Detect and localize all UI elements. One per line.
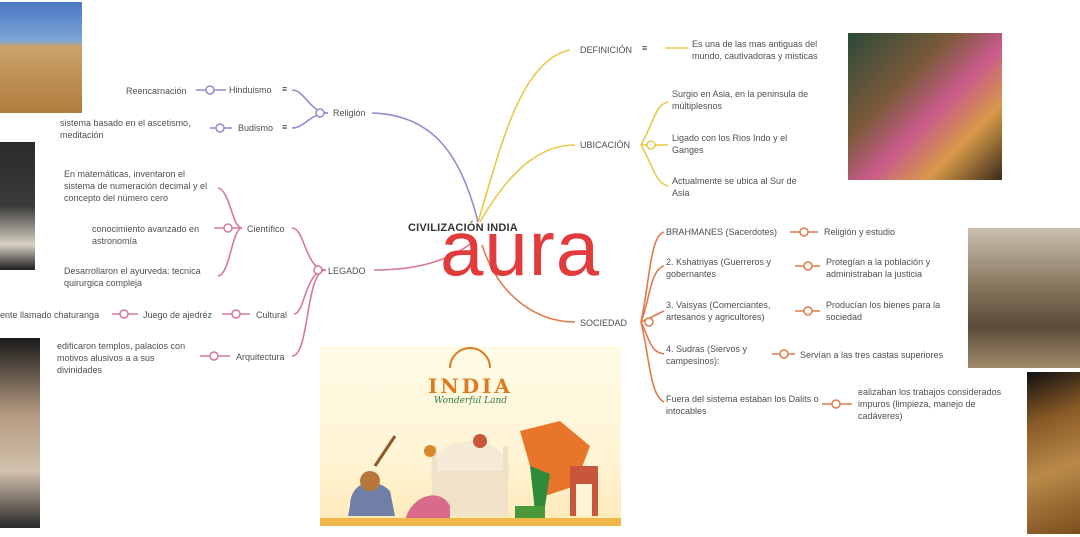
caste-role[interactable]: ealizaban los trabajos considerados impu… <box>858 387 1002 421</box>
caste-role[interactable]: Religión y estudio <box>824 227 896 237</box>
caste-name[interactable]: 2. Kshatriyas (Guerreros y gobernantes <box>666 257 772 279</box>
arquitectura-item[interactable]: edificaron templos, palacios con motivos… <box>57 341 186 375</box>
caste-role[interactable]: Servían a las tres castas superiores <box>800 350 944 360</box>
note-icon[interactable]: ≡ <box>642 43 648 53</box>
arquitectura-node[interactable]: Arquitectura <box>236 352 285 362</box>
cientifico-item[interactable]: Desarrollaron el ayurveda: tecnica quiru… <box>64 266 201 288</box>
caste-name[interactable]: 3. Vaisyas (Comerciantes, artesanos y ag… <box>666 300 771 322</box>
indian-painting-photo <box>848 33 1002 180</box>
cientifico-item[interactable]: En matemáticas, inventaron el sistema de… <box>64 169 208 203</box>
cientifico-node[interactable]: Científico <box>247 224 285 234</box>
banner-art <box>320 347 621 526</box>
banner-subtitle: Wonderful Land <box>433 396 507 406</box>
cultural-detail[interactable]: ente llamado chaturanga <box>0 310 100 320</box>
cientifico-item[interactable]: conocimiento avanzado en astronomía <box>92 224 200 246</box>
sculpture-photo <box>0 338 40 528</box>
caste-role[interactable]: Producían los bienes para la sociedad <box>826 300 941 322</box>
cultural-node[interactable]: Cultural <box>256 310 288 320</box>
hinduismo-node[interactable]: Hinduismo <box>229 85 272 95</box>
sociedad-node[interactable]: SOCIEDAD <box>580 318 628 328</box>
caste-name[interactable]: Fuera del sistema estaban los Dalits o i… <box>666 394 819 416</box>
banner-title: INDIA <box>428 374 513 398</box>
carved-relic-photo <box>1027 372 1080 534</box>
ubicacion-item[interactable]: Actualmente se ubica al Sur de Asia <box>672 176 797 198</box>
ubicacion-item[interactable]: Surgio en Asia, en la peninsula de múlti… <box>672 89 809 111</box>
note-icon[interactable]: ≡ <box>282 122 288 132</box>
religion-node[interactable]: Religión <box>333 108 366 118</box>
cultural-item[interactable]: Juego de ajedréz <box>143 310 213 320</box>
caste-name[interactable]: BRAHMANES (Sacerdotes) <box>666 227 778 237</box>
note-icon[interactable]: ≡ <box>282 84 288 94</box>
caste-role[interactable]: Protegían a la población y administraban… <box>826 257 931 279</box>
hinduismo-detail[interactable]: Reencarnación <box>126 86 187 96</box>
definicion-text[interactable]: Es una de las mas antiguas del mundo, ca… <box>692 39 818 61</box>
battle-painting-photo <box>968 228 1080 368</box>
caste-name[interactable]: 4. Sudras (Siervos y campesinos): <box>666 344 748 366</box>
legado-node[interactable]: LEGADO <box>328 266 366 276</box>
ubicacion-node[interactable]: UBICACIÓN <box>580 140 631 150</box>
india-banner-illustration: INDIA Wonderful Land <box>320 346 621 526</box>
budismo-detail[interactable]: sistema basado en el ascetismo, meditaci… <box>60 118 191 140</box>
budismo-node[interactable]: Budismo <box>238 123 274 133</box>
central-topic[interactable]: CIVILIZACIÓN INDIA <box>408 222 518 234</box>
ubicacion-item[interactable]: Ligado con los Rios Indo y el Ganges <box>672 133 788 155</box>
watermark-text: aura <box>440 204 601 292</box>
definicion-node[interactable]: DEFINICIÓN <box>580 45 633 55</box>
temple-photo <box>0 2 82 113</box>
taj-mahal-book-photo <box>0 142 35 270</box>
